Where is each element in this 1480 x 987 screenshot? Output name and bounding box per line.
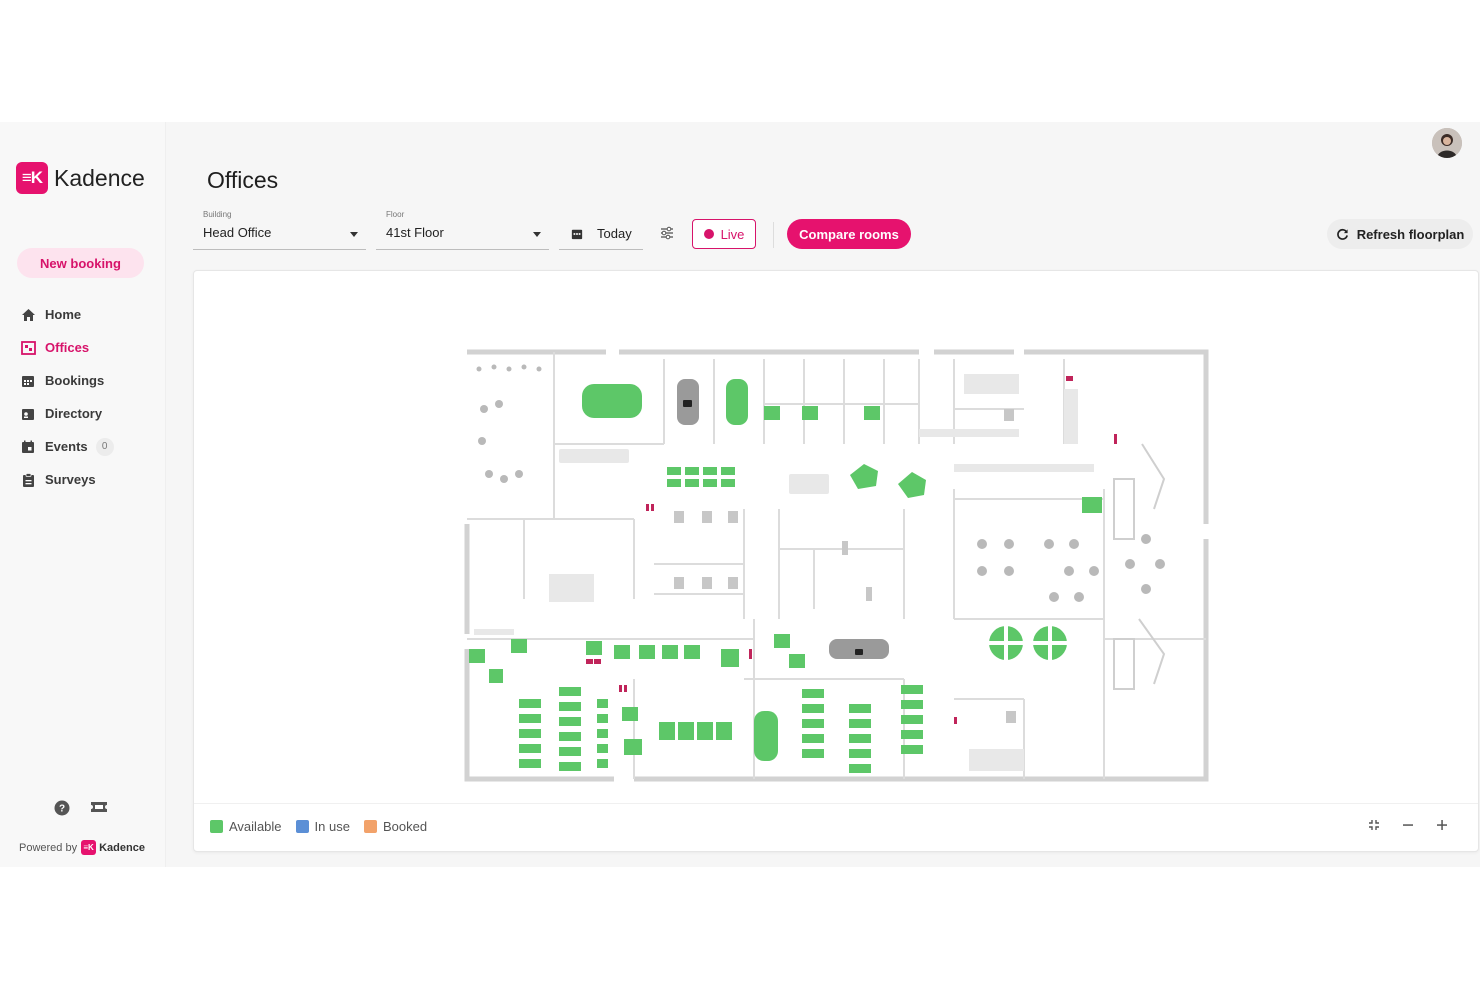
powered-by: Powered by ≡K Kadence (19, 840, 145, 855)
sidebar-item-label: Bookings (45, 373, 105, 388)
in-use-swatch (295, 820, 309, 833)
sidebar-item-label: Events (45, 439, 88, 454)
map-legend: Available In use Booked (210, 819, 441, 834)
event-calendar-icon (20, 439, 36, 455)
date-picker[interactable]: Today (559, 218, 643, 250)
legend-divider (194, 803, 1478, 804)
sidebar-footer-icons: ? (54, 800, 108, 821)
svg-text:?: ? (59, 804, 65, 815)
refresh-floorplan-button[interactable]: Refresh floorplan (1327, 219, 1473, 249)
sidebar-item-label: Home (45, 307, 82, 322)
events-count-badge: 0 (95, 437, 114, 456)
logo-text: Kadence (54, 164, 145, 191)
sidebar-nav: Home Offices Bookings Directory (0, 298, 165, 496)
refresh-icon (1336, 228, 1348, 240)
legend-label: Available (229, 819, 282, 834)
sidebar-item-home[interactable]: Home (0, 298, 165, 331)
zoom-in-icon[interactable] (1434, 817, 1450, 833)
compare-rooms-button[interactable]: Compare rooms (787, 219, 911, 249)
user-avatar[interactable] (1432, 128, 1462, 158)
calendar-icon (571, 228, 583, 240)
booked-swatch (363, 820, 377, 833)
contact-card-icon (20, 406, 36, 422)
live-toggle-button[interactable]: Live (692, 219, 756, 249)
clipboard-icon (20, 472, 36, 488)
kadence-logo[interactable]: ≡K Kadence (16, 162, 145, 194)
sidebar-item-label: Surveys (45, 472, 96, 487)
help-icon[interactable]: ? (54, 800, 70, 821)
app-shell: ≡K Kadence New booking Home Offices (0, 122, 1480, 867)
floorplan-icon (20, 340, 36, 356)
toolbar-divider (773, 222, 774, 248)
legend-available: Available (210, 819, 282, 834)
floorplan-map[interactable] (464, 349, 1209, 789)
sidebar-item-label: Directory (45, 406, 103, 421)
building-select[interactable]: Building Head Office (193, 210, 366, 250)
logo-mark-icon: ≡K (16, 162, 48, 194)
refresh-label: Refresh floorplan (1356, 226, 1465, 242)
fit-to-screen-icon[interactable] (1366, 817, 1382, 833)
live-label: Live (720, 226, 745, 242)
map-zoom-controls (1366, 817, 1450, 833)
sidebar-item-surveys[interactable]: Surveys (0, 463, 165, 496)
filter-sliders-icon[interactable] (659, 225, 677, 243)
powered-by-text: Powered by (19, 841, 78, 854)
sidebar-item-offices[interactable]: Offices (0, 331, 165, 364)
page-title: Offices (207, 167, 279, 193)
legend-label: In use (314, 819, 350, 834)
date-value: Today (597, 226, 632, 241)
floor-value: 41st Floor (386, 225, 444, 240)
floorplan-card: Available In use Booked (193, 270, 1479, 852)
powered-logo-icon: ≡K (81, 840, 97, 855)
new-booking-button[interactable]: New booking (17, 248, 144, 278)
sidebar-item-directory[interactable]: Directory (0, 397, 165, 430)
ticket-icon[interactable] (90, 800, 108, 821)
live-dot-icon (703, 229, 714, 239)
calendar-icon (20, 373, 36, 389)
chevron-down-icon (533, 232, 541, 237)
floor-select[interactable]: Floor 41st Floor (376, 210, 549, 250)
floor-label: Floor (386, 210, 405, 219)
legend-booked: Booked (363, 819, 428, 834)
legend-label: Booked (382, 819, 428, 834)
powered-brand: Kadence (99, 841, 145, 854)
sidebar-item-bookings[interactable]: Bookings (0, 364, 165, 397)
sidebar: ≡K Kadence New booking Home Offices (0, 122, 166, 867)
building-value: Head Office (203, 225, 272, 240)
sidebar-item-label: Offices (45, 340, 90, 355)
legend-in-use: In use (295, 819, 350, 834)
zoom-out-icon[interactable] (1400, 817, 1416, 833)
sidebar-item-events[interactable]: Events 0 (0, 430, 165, 463)
chevron-down-icon (350, 232, 358, 237)
home-icon (20, 307, 36, 323)
available-swatch (210, 820, 223, 833)
building-label: Building (203, 210, 232, 219)
